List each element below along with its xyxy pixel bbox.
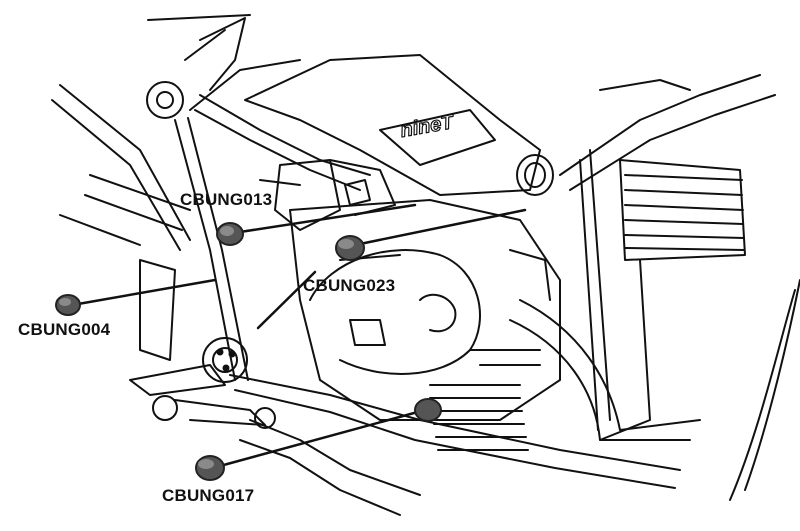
brand-badge-text: nineT — [399, 111, 457, 142]
bung-cbung013 — [216, 222, 244, 246]
cylinder-fins — [429, 384, 529, 451]
leader-lines — [76, 203, 527, 468]
oil-cooler — [559, 74, 776, 441]
mount-eye — [146, 81, 184, 119]
bung-cbung017 — [195, 455, 225, 481]
frame-tubes — [51, 14, 301, 381]
engine-block — [289, 199, 561, 421]
callout-cbung004: CBUNG004 — [18, 320, 111, 339]
tank-cover — [194, 54, 554, 196]
exhaust-pipes — [229, 299, 701, 516]
callout-cbung013: CBUNG013 — [180, 190, 273, 209]
bung-cbung023 — [335, 235, 365, 261]
callout-cbung023: CBUNG023 — [303, 276, 396, 295]
callout-cbung017: CBUNG017 — [162, 486, 255, 505]
bung-cbung004 — [55, 294, 81, 316]
rear-wheel-arc — [729, 279, 800, 501]
bung-installed-017 — [414, 398, 442, 422]
foot-peg — [129, 337, 276, 429]
